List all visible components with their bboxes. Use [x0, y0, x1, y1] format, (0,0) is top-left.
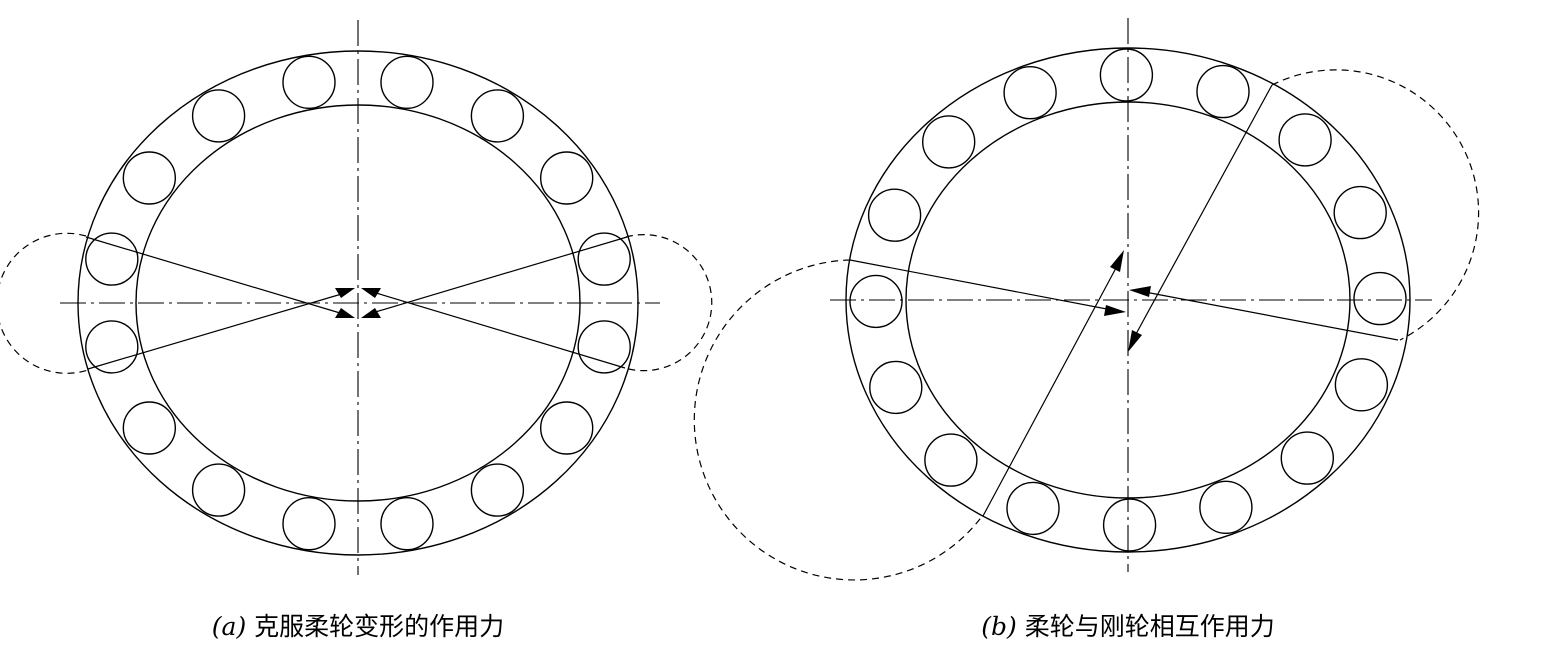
roller-circle — [1199, 480, 1253, 534]
roller-circle — [122, 151, 177, 205]
panel-b — [693, 18, 1480, 581]
roller-circle — [1333, 185, 1387, 240]
roller-circle — [1278, 113, 1332, 167]
caption-b-letter: (b) — [981, 612, 1017, 641]
panel-a-force-line-1 — [85, 236, 341, 314]
roller-circle — [122, 401, 177, 455]
roller-circle — [85, 232, 139, 286]
panel-a-force-line-3 — [371, 236, 628, 314]
panel-b-arrow-2 — [1129, 286, 1151, 297]
panel-b-force-line-1 — [849, 259, 1113, 311]
panel-b-arrow-4 — [1128, 330, 1142, 352]
roller-circle — [282, 55, 336, 110]
roller-circle — [380, 497, 434, 551]
panel-a-inner-ring — [135, 104, 581, 502]
roller-circle — [191, 463, 246, 517]
roller-circle — [924, 433, 978, 487]
roller-circle — [849, 274, 903, 329]
roller-circle — [85, 320, 139, 374]
panel-b-rollers — [849, 48, 1407, 552]
panel-a-force-line-4 — [375, 292, 626, 369]
roller-circle — [577, 320, 631, 374]
roller-circle — [1334, 358, 1389, 412]
panel-a-arrow-1 — [335, 308, 355, 318]
panel-a-outer-ring — [77, 50, 639, 556]
caption-b-text: 柔轮与刚轮相互作用力 — [1024, 612, 1275, 641]
panel-a-arrow-4 — [361, 288, 381, 298]
caption-b: (b) 柔轮与刚轮相互作用力 — [981, 612, 1274, 642]
panel-b-inner-ring — [905, 101, 1351, 499]
panel-b-force-line-3 — [982, 267, 1117, 517]
caption-a-text: 克服柔轮变形的作用力 — [254, 612, 505, 641]
panel-b-lower-left-dashed-arc — [693, 259, 984, 581]
panel-a-arrow-3 — [361, 308, 381, 318]
roller-circle — [1196, 64, 1250, 119]
roller-circle — [1280, 431, 1335, 485]
panel-b-arrow-1 — [1104, 305, 1126, 316]
roller-circle — [1003, 65, 1057, 120]
roller-circle — [380, 55, 434, 110]
panel-a-right-dashed-arc — [624, 234, 713, 372]
roller-circle — [577, 232, 631, 286]
roller-circle — [470, 463, 525, 517]
panel-a-rollers — [85, 55, 631, 551]
panel-a-left-dashed-arc — [0, 232, 89, 374]
panel-a-force-line-2 — [87, 292, 346, 370]
panel-b-arrow-3 — [1110, 250, 1124, 272]
panel-b-outer-ring — [845, 47, 1411, 553]
roller-circle — [1099, 48, 1154, 102]
caption-a: (a) 克服柔轮变形的作用力 — [212, 612, 504, 642]
caption-a-letter: (a) — [211, 612, 247, 641]
roller-circle — [191, 89, 246, 143]
roller-circle — [1353, 271, 1407, 326]
roller-circle — [1102, 498, 1157, 552]
roller-circle — [540, 401, 594, 455]
panel-b-force-line-2 — [1144, 291, 1399, 341]
panel-a — [0, 20, 713, 575]
roller-circle — [922, 115, 976, 169]
roller-circle — [540, 151, 594, 205]
roller-circle — [470, 89, 525, 143]
roller-circle — [1006, 481, 1060, 536]
panel-b-force-line-4 — [1135, 84, 1273, 335]
panel-a-arrow-2 — [335, 288, 355, 298]
roller-circle — [869, 360, 923, 415]
roller-circle — [867, 188, 922, 242]
roller-circle — [282, 497, 336, 551]
